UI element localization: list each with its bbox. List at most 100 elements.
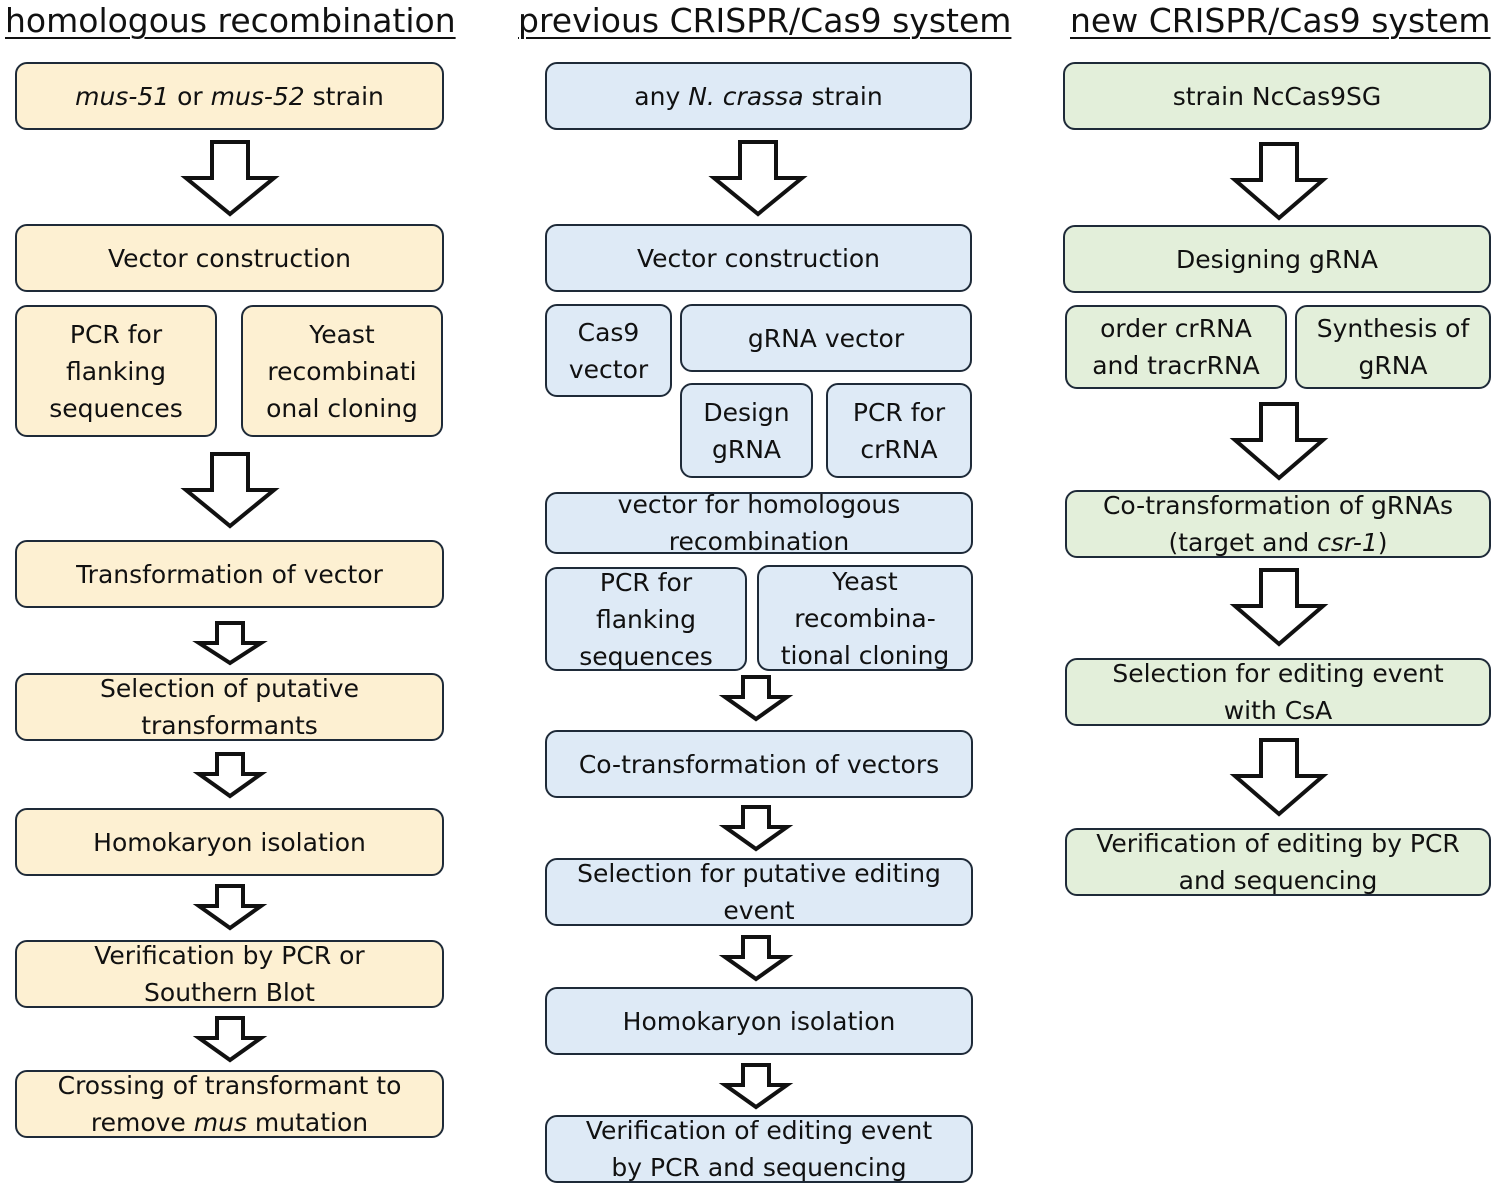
down-arrow-icon [718, 675, 794, 722]
step-label-line: gRNA [1358, 351, 1428, 380]
down-arrow-icon [718, 805, 794, 852]
down-arrow-icon [1229, 142, 1329, 221]
step-label-line: Selection for editing event [1112, 659, 1444, 688]
down-arrow-icon [192, 884, 268, 931]
prev-yeast-cloning: Yeast recombina-tional cloning [757, 565, 973, 671]
step-label: mus-51 or mus-52 strain [75, 78, 384, 115]
prev-homologous-vector: vector for homologous recombination [545, 490, 973, 556]
prev-start-strain: any N. crassa strain [545, 62, 972, 130]
step-label-line: Co-transformation of vectors [578, 749, 940, 779]
down-arrow-icon [718, 1063, 794, 1110]
down-arrow-icon [192, 621, 268, 666]
step-label-line: Crossing of transformant to [57, 1071, 402, 1100]
down-arrow-icon [192, 752, 268, 799]
new-designing-grna: Designing gRNA [1063, 225, 1491, 293]
column-heading-new-crispr: new CRISPR/Cas9 system [1070, 1, 1491, 40]
step-label-line: PCR for [69, 319, 163, 349]
step-label-line: PCR for [852, 397, 946, 427]
down-arrow-icon [1229, 568, 1329, 647]
down-arrow-icon [180, 452, 280, 529]
hr-yeast-cloning: Yeast recombinati onal cloning [241, 305, 443, 437]
step-label: Yeast recombinati onal cloning [266, 316, 418, 427]
step-label-line: recombinati [267, 356, 417, 386]
step-label: Yeast recombina-tional cloning [781, 563, 950, 674]
step-label-line: transformants [141, 711, 318, 740]
step-label-line: Southern Blot [144, 978, 315, 1007]
step-label: Co-transformation of gRNAs(target and cs… [1103, 487, 1453, 561]
down-arrow-icon [1229, 402, 1329, 481]
step-label-line: gRNA vector [747, 323, 905, 353]
step-label-line: event [723, 896, 795, 925]
step-label: Co-transformation of vectors [579, 746, 939, 783]
step-label-line: Selection for putative editing [577, 859, 941, 888]
step-label-line: recombina- [794, 603, 936, 633]
step-label-line: vector for homologous [617, 490, 901, 519]
hr-homokaryon: Homokaryon isolation [15, 808, 444, 876]
step-label-line: onal cloning [266, 393, 418, 423]
step-label-line: Transformation of vector [76, 559, 383, 589]
step-label-line: Yeast [832, 566, 898, 596]
down-arrow-icon [192, 1016, 268, 1063]
step-label: any N. crassa strain [634, 78, 882, 115]
step-label: Synthesis of gRNA [1317, 310, 1470, 384]
step-label: Vector construction [637, 240, 880, 277]
step-label: Selection of putative transformants [100, 670, 359, 744]
new-synthesis-grna: Synthesis of gRNA [1295, 305, 1491, 389]
prev-vector-construction: Vector construction [545, 224, 972, 292]
column-heading-previous-crispr: previous CRISPR/Cas9 system [518, 1, 1012, 40]
step-label-line: Verification of editing by PCR [1096, 829, 1460, 858]
step-label-line: tional cloning [780, 640, 950, 670]
step-label-line: Cas9 [577, 317, 640, 347]
step-label-line: Co-transformation of gRNAs [1102, 491, 1454, 520]
step-label: Designing gRNA [1176, 241, 1378, 278]
down-arrow-icon [708, 140, 808, 217]
step-label-line: Homokaryon isolation [622, 1006, 896, 1036]
step-label-line: order crRNA [1100, 314, 1252, 343]
step-label-line: PCR for [599, 567, 693, 597]
step-label-line: Vector construction [636, 243, 881, 273]
hr-transformation: Transformation of vector [15, 540, 444, 608]
prev-selection: Selection for putative editing event [545, 858, 973, 926]
new-cotransformation: Co-transformation of gRNAs(target and cs… [1065, 490, 1491, 558]
hr-crossing: Crossing of transformant to remove mus mu… [15, 1070, 444, 1138]
step-label-line: recombination [668, 527, 850, 556]
step-label: Crossing of transformant to remove mus mu… [58, 1067, 402, 1141]
prev-homokaryon: Homokaryon isolation [545, 987, 973, 1055]
step-label-line: Yeast [309, 319, 375, 349]
step-label-line: mus-51 or mus-52 strain [75, 81, 384, 111]
step-label: PCR for crRNA [853, 394, 945, 468]
step-label-line: Synthesis of [1316, 314, 1470, 343]
step-label: vector for homologous recombination [618, 486, 901, 560]
down-arrow-icon [180, 140, 280, 217]
step-label-line: vector [568, 354, 649, 384]
step-label: Verification by PCR or Southern Blot [94, 937, 364, 1011]
step-label-line: strain NcCas9SG [1172, 81, 1382, 111]
step-label-line: gRNA [711, 434, 782, 464]
column-heading-homologous: homologous recombination [5, 1, 456, 40]
step-label-line: Verification by PCR or [94, 941, 365, 970]
step-label: strain NcCas9SG [1173, 78, 1382, 115]
step-label: Cas9 vector [569, 314, 648, 388]
prev-cas9-vector: Cas9 vector [545, 304, 672, 397]
step-label-line: sequences [579, 641, 713, 671]
step-label-line: Selection of putative [100, 674, 359, 703]
hr-vector-construction: Vector construction [15, 224, 444, 292]
step-label: Transformation of vector [76, 556, 383, 593]
step-label-line: crRNA [860, 434, 938, 464]
step-label-line: Vector construction [107, 243, 352, 273]
step-label-line: Verification of editing event [585, 1116, 933, 1145]
prev-grna-vector: gRNA vector [680, 304, 972, 372]
step-label-line: remove mus mutation [90, 1108, 369, 1137]
